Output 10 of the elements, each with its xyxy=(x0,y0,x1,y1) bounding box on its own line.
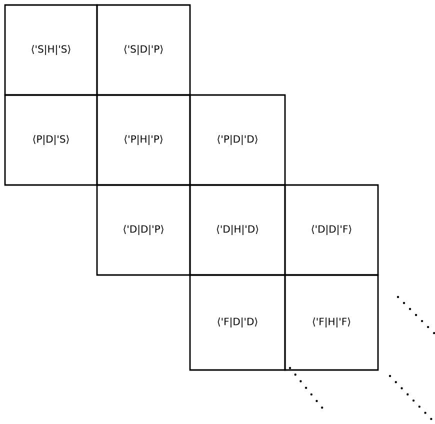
matrix-cell: ⟨'F|H|'F⟩ xyxy=(284,274,379,371)
matrix-cell: ⟨P|D|'S⟩ xyxy=(4,94,98,186)
matrix-cell: ⟨'F|D|'D⟩ xyxy=(189,274,286,371)
matrix-cell: ⟨'P|H|'P⟩ xyxy=(96,94,191,186)
matrix-cell: ⟨'S|H|'S⟩ xyxy=(4,4,98,96)
matrix-cell: ⟨'P|D|'D⟩ xyxy=(189,94,286,186)
matrix-cell: ⟨'D|D|'F⟩ xyxy=(284,184,379,276)
matrix-cell: ⟨'D|D|'P⟩ xyxy=(96,184,191,276)
matrix-cell: ⟨'D|H|'D⟩ xyxy=(189,184,286,276)
matrix-cell: ⟨'S|D|'P⟩ xyxy=(96,4,191,96)
